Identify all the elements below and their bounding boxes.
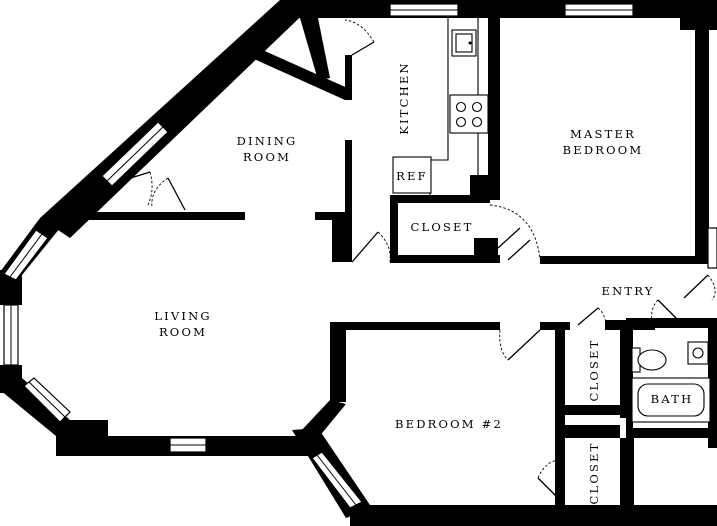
- door-dining-right: [151, 177, 186, 211]
- living-room-label-line1: LIVING: [154, 309, 211, 323]
- door-dining-left: [117, 171, 153, 206]
- door-kitchen-bottom: [351, 231, 391, 263]
- door-bath: [651, 299, 681, 323]
- window-left-middle: [3, 304, 19, 366]
- stove-icon: [449, 94, 489, 134]
- windows: [3, 3, 717, 509]
- entry-label: ENTRY: [601, 284, 654, 298]
- bathtub-icon: [631, 377, 711, 423]
- door-hall-closet: [489, 204, 541, 261]
- kitchen-sink-icon: [451, 29, 477, 57]
- dining-room-label-line2: ROOM: [243, 150, 291, 164]
- window-living-bottom: [169, 437, 207, 453]
- door-entry: [683, 274, 716, 301]
- room-labels: DINING ROOM KITCHEN MASTER BEDROOM REF C…: [154, 61, 694, 504]
- fixtures: [392, 18, 711, 423]
- dining-room-label-line1: DINING: [237, 134, 298, 148]
- hall-closet-label: CLOSET: [410, 220, 473, 234]
- bath-label: BATH: [651, 392, 694, 406]
- refrigerator: [392, 156, 432, 194]
- window-left-upper: [3, 229, 49, 281]
- door-kitchen-top: [344, 19, 375, 56]
- interior-walls: [70, 18, 717, 505]
- kitchen-label: KITCHEN: [397, 61, 411, 135]
- master-bedroom-label-line2: BEDROOM: [563, 143, 644, 157]
- door-closet-lower: [537, 459, 561, 501]
- ref-label: REF: [396, 169, 428, 183]
- doors: [117, 19, 716, 501]
- window-top-master: [564, 3, 634, 17]
- master-bedroom-label-line1: MASTER: [570, 127, 636, 141]
- living-room-label-line2: ROOM: [159, 325, 207, 339]
- bath-sink-icon: [687, 341, 709, 365]
- window-left-lower: [23, 377, 71, 423]
- window-top-kitchen: [389, 3, 459, 17]
- window-bedroom2-diagonal: [311, 451, 363, 509]
- door-bedroom2: [499, 329, 541, 361]
- upper-closet-label: CLOSET: [587, 338, 601, 401]
- door-closet-upper: [577, 307, 607, 329]
- window-dining-diagonal: [101, 121, 169, 187]
- lower-closet-label: CLOSET: [587, 441, 601, 504]
- window-right-master: [707, 227, 717, 269]
- bedroom2-label: BEDROOM #2: [395, 417, 503, 431]
- toilet-icon: [631, 347, 667, 373]
